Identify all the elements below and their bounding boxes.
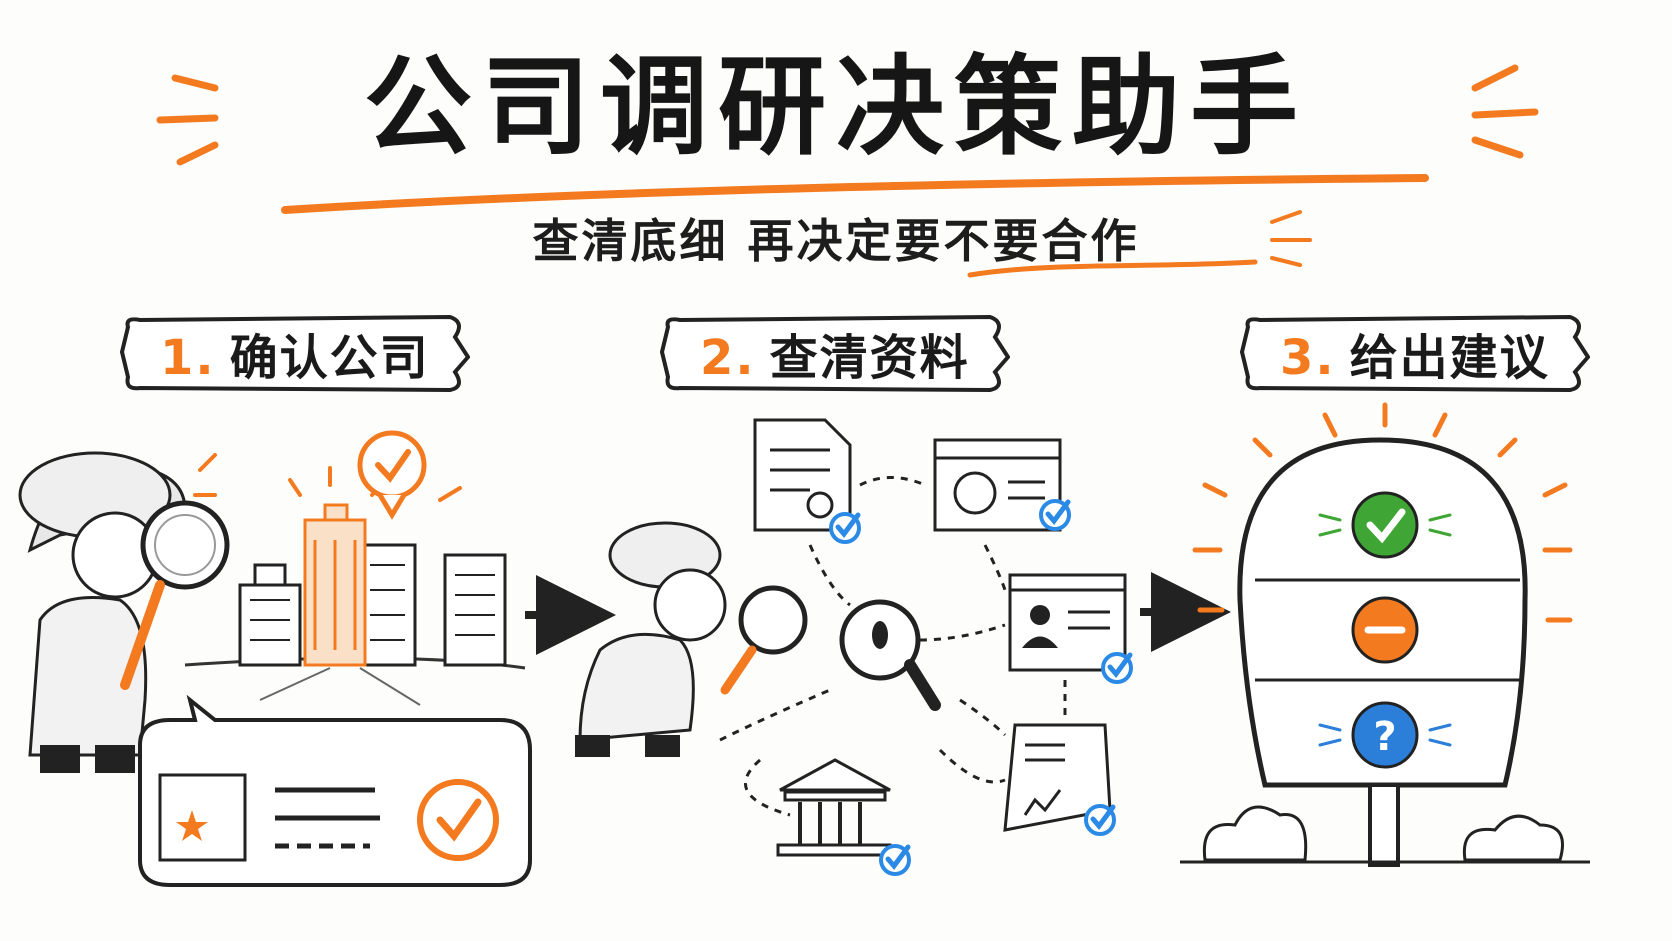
subtitle-spark (1270, 210, 1312, 267)
subtitle-underline (967, 259, 1258, 278)
bush-icon (1202, 805, 1564, 862)
title-spark-left (156, 74, 219, 166)
location-check-icon (357, 430, 427, 520)
step-3-label: 3.给出建议 (1240, 312, 1590, 394)
page-title: 公司调研决策助手 (363, 45, 1308, 170)
step-title: 查清资料 (769, 330, 970, 386)
step-number: 1. (160, 330, 216, 386)
bank-icon (776, 758, 892, 857)
title-spark-right (1471, 64, 1539, 159)
step-number: 3. (1280, 330, 1336, 386)
page-subtitle: 查清底细 再决定要不要合作 (532, 214, 1140, 268)
company-info-card (138, 694, 532, 887)
step-2-label: 2.查清资料 (660, 312, 1010, 394)
footprint-search-icon (839, 599, 941, 711)
step-1-label: 1.确认公司 (120, 312, 470, 394)
profile-card-icon (1008, 573, 1127, 672)
svg-text:?: ? (1373, 714, 1396, 760)
verified-check-icon (829, 499, 1133, 876)
building-icon (238, 543, 507, 667)
magnifier-icon (120, 500, 230, 690)
document-icon (753, 418, 852, 532)
detective-icon (18, 451, 187, 773)
step-title: 确认公司 (229, 330, 430, 386)
traffic-sign-icon: ? (1237, 437, 1528, 867)
step-title: 给出建议 (1349, 330, 1550, 386)
magnifier-icon (720, 585, 808, 695)
step-number: 2. (700, 330, 756, 386)
detective-icon (575, 521, 727, 757)
title-underline (281, 174, 1429, 214)
